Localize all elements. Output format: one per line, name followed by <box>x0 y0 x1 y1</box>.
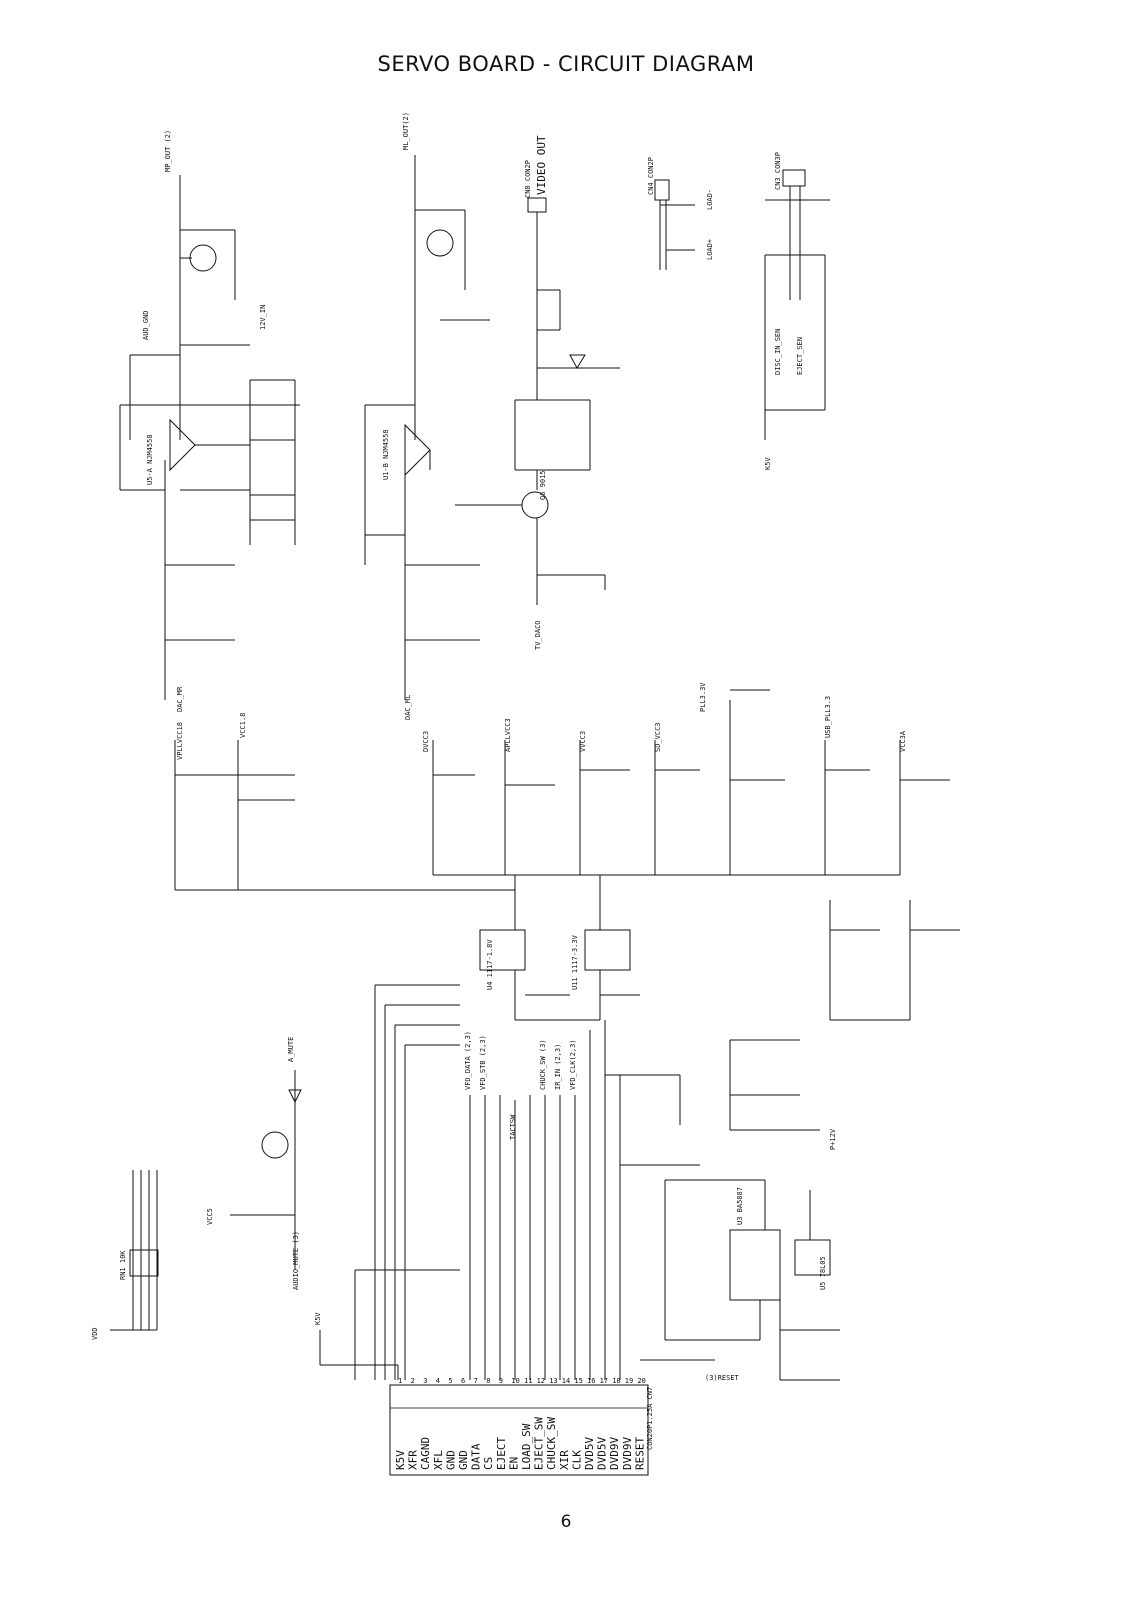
cn7-pin-label: EJECT_SW <box>533 1417 546 1470</box>
cn7-pin-number: 11 <box>524 1377 532 1385</box>
cn7-pin-label: CLK <box>570 1450 583 1470</box>
cn7-pin-number: 20 <box>637 1377 645 1385</box>
vfd-data-label: VFD_DATA (2,3) <box>464 1031 472 1090</box>
chuck-sw-label: CHUCK_SW (3) <box>539 1039 547 1090</box>
cn7-pin-number: 3 <box>423 1377 427 1385</box>
vvcc3-label: VVCC3 <box>579 731 587 752</box>
cn7-pin-label: DVD5V <box>583 1437 596 1470</box>
u5a-label: U5-A NJM4558 <box>146 434 154 485</box>
cn7-pin-label: RESET <box>633 1437 646 1470</box>
cn7-pin-number: 6 <box>461 1377 465 1385</box>
cn7-pin-number: 16 <box>587 1377 595 1385</box>
page-title: SERVO BOARD - CIRCUIT DIAGRAM <box>377 52 755 76</box>
v12-in-label: 12V_IN <box>259 305 267 330</box>
cn7-pin-number: 14 <box>562 1377 570 1385</box>
cn7-pin-number: 4 <box>436 1377 440 1385</box>
u1b-label: U1-B NJM4558 <box>382 429 390 480</box>
pll33-label: PLL3.3V <box>699 682 707 712</box>
vpllvcc18-label: VPLLVCC18 <box>176 722 184 760</box>
cn7-pin-number: 19 <box>625 1377 633 1385</box>
cn7-pin-number: 1 <box>398 1377 402 1385</box>
cn7-pin-number: 9 <box>499 1377 503 1385</box>
cn7-pin-number: 18 <box>612 1377 620 1385</box>
cn3-label: CN3 CON3P <box>774 152 782 190</box>
video-out-label: VIDEO OUT <box>535 135 548 195</box>
pvcc-label: P+12V <box>829 1128 837 1150</box>
cn7-pin-number: 17 <box>600 1377 608 1385</box>
cn7-pin-label: CS <box>482 1457 495 1470</box>
cn7-pin-label: CAGND <box>419 1437 432 1470</box>
cn7-pin-label: XIR <box>558 1450 571 1470</box>
vcc18-label: VCC1.8 <box>239 713 247 738</box>
cn7-pin-number: 10 <box>511 1377 519 1385</box>
cn7-label: CON20P1.25A CN7 <box>646 1387 654 1450</box>
cn7-pin-label: EN <box>507 1457 520 1470</box>
vcc3a-label: VCC3A <box>899 730 907 752</box>
vfd-stb-label: VFD_STB (2,3) <box>479 1035 487 1090</box>
vfd-clk-label: VFD_CLK(2,3) <box>569 1039 577 1090</box>
apllvcc3-label: APLLVCC3 <box>504 718 512 752</box>
cn8-label: CN8 CON2P <box>524 160 532 198</box>
cn7-pin-label: DVD9V <box>621 1437 634 1470</box>
disc-in-sen-label: DISC_IN_SEN <box>774 329 782 375</box>
cn7-pin-label: DVD9V <box>608 1437 621 1470</box>
cn7-pin-label: GND <box>444 1450 457 1470</box>
component-labels: MP_OUT (2) ML_OUT(2) AUD_GND 12V_IN U5-A… <box>91 112 907 1450</box>
cn7-pin-label: LOAD_SW <box>520 1423 533 1470</box>
aud-gnd-label-1: AUD_GND <box>142 310 150 340</box>
vdd-label: VDD <box>91 1327 99 1340</box>
cn7-pin-label: XFR <box>407 1450 420 1470</box>
mp-out-label: MP_OUT (2) <box>164 130 172 172</box>
dac-mr-label: DAC_MR <box>176 686 184 712</box>
reset-label: (3)RESET <box>705 1374 740 1382</box>
rn1-label: RN1 10K <box>119 1250 127 1280</box>
vcc5-label: VCC5 <box>206 1208 214 1225</box>
a-mute-label: A_MUTE <box>287 1037 295 1062</box>
load-minus-label: LOAD- <box>706 189 714 210</box>
u4-label: U4 1117-1.8V <box>486 939 494 990</box>
usb-pll33-label: USB_PLL3.3 <box>824 696 832 738</box>
cn7-pin-number: 7 <box>474 1377 478 1385</box>
cn7-pin-number: 8 <box>486 1377 490 1385</box>
cn7-pin-number: 12 <box>537 1377 545 1385</box>
tv-daco-label: TV_DACO <box>534 620 542 650</box>
page-number: 6 <box>560 1512 572 1532</box>
cn7-pin-label: CHUCK_SW <box>545 1417 558 1470</box>
cn7-pin-number: 15 <box>574 1377 582 1385</box>
dvcc3-label: DVCC3 <box>422 731 430 752</box>
load-plus-label: LOAD+ <box>706 239 714 260</box>
k5v-label-bottom: K5V <box>314 1312 322 1325</box>
cn7-pin-label: XFL <box>432 1450 445 1470</box>
cn7-pin-number: 13 <box>549 1377 557 1385</box>
cn4-label: CN4 CON2P <box>647 157 655 195</box>
k5v-label-top: K5V <box>764 457 772 470</box>
cn7-pin-label: K5V <box>394 1450 407 1470</box>
cn7-pin-label: GND <box>457 1450 470 1470</box>
ml-out-label: ML_OUT(2) <box>402 112 410 150</box>
sd-vcc3-label: SD_VCC3 <box>654 722 662 752</box>
audio-mute-label: AUDIO_MUTE (3) <box>292 1231 300 1290</box>
cn7-pin-label: DATA <box>470 1443 483 1470</box>
q6-label: Q6 9015 <box>539 470 547 500</box>
cn7-pin-number: 2 <box>411 1377 415 1385</box>
dac-ml-label: DAC_ML <box>404 695 412 720</box>
u11-label: U11 1117-3.3V <box>571 934 579 990</box>
ir-in-label: IR_IN (2,3) <box>554 1044 562 1090</box>
eject-sen-label: EJECT_SEN <box>796 337 804 375</box>
cn7-pin-number: 5 <box>448 1377 452 1385</box>
tactsw-label: TACTSW <box>509 1114 517 1140</box>
cn7-pin-label: DVD5V <box>596 1437 609 1470</box>
u3-label: U3 BA5887 <box>736 1187 744 1225</box>
u5-label: U5 78L05 <box>819 1256 827 1290</box>
cn7-pin-label: EJECT <box>495 1437 508 1470</box>
